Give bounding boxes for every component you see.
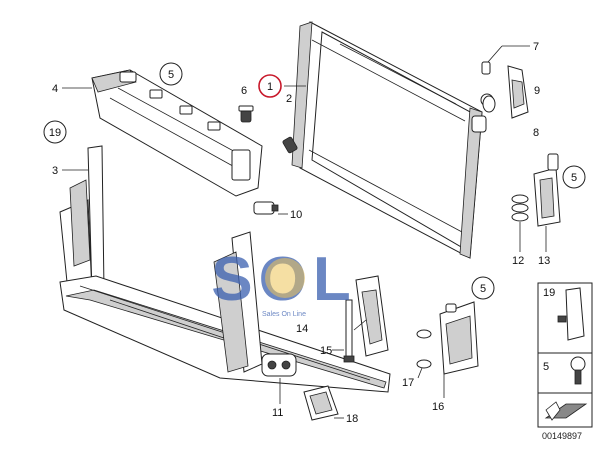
legend-screw-shaft-icon <box>574 369 582 385</box>
legend-label-19: 19 <box>543 287 555 299</box>
label-5a: 5 <box>168 69 174 81</box>
legend-panel: 19 5 <box>537 282 593 428</box>
label-1: 1 <box>267 81 273 93</box>
bleed-screw <box>282 136 298 154</box>
label-2: 2 <box>286 93 292 105</box>
radiator <box>291 21 494 259</box>
label-15: 15 <box>320 345 332 357</box>
label-19: 19 <box>49 127 61 139</box>
legend-bracket-icon <box>565 287 585 341</box>
o-rings-lower <box>416 329 432 369</box>
label-18: 18 <box>346 413 358 425</box>
circled-label-5b: 5 <box>562 165 586 189</box>
label-14: 14 <box>296 323 308 335</box>
label-16: 16 <box>432 401 444 413</box>
label-5b: 5 <box>571 172 577 184</box>
label-6: 6 <box>241 85 247 97</box>
label-3: 3 <box>52 165 58 177</box>
upper-shroud <box>91 69 263 197</box>
label-9: 9 <box>534 85 540 97</box>
o-rings <box>511 194 529 222</box>
label-11: 11 <box>272 407 283 419</box>
legend-label-5: 5 <box>543 361 549 373</box>
label-5c: 5 <box>480 283 486 295</box>
oil-cooler <box>439 301 479 375</box>
mounting-bracket <box>507 65 529 119</box>
connector <box>253 201 279 215</box>
label-8: 8 <box>533 127 539 139</box>
legend-clip-icon <box>557 315 567 323</box>
legend-screw-head-icon <box>570 356 586 372</box>
rubber-pad <box>303 385 339 421</box>
label-12: 12 <box>512 255 524 267</box>
watermark-subtitle: Sales On Line <box>262 311 306 318</box>
label-7: 7 <box>533 41 539 53</box>
drain-plug <box>238 105 254 123</box>
screw <box>481 61 491 75</box>
rubber-mount <box>261 353 297 377</box>
circled-label-19: 19 <box>43 120 67 144</box>
sol-watermark: SOL Sales On Line <box>211 245 356 318</box>
label-13: 13 <box>538 255 550 267</box>
label-10: 10 <box>290 209 302 221</box>
legend-arrow-icon <box>545 401 561 421</box>
seal-ring <box>482 95 496 113</box>
reference-number: 00149897 <box>542 431 582 441</box>
circled-label-5c: 5 <box>471 276 495 300</box>
leader-lines <box>62 45 547 419</box>
circled-label-5a: 5 <box>159 62 183 86</box>
front-frame <box>59 145 391 393</box>
watermark-text: SOL <box>211 245 356 314</box>
watermark-sun-icon <box>265 258 305 298</box>
side-bracket <box>343 275 389 363</box>
oil-cooler-line <box>533 153 561 227</box>
label-4: 4 <box>52 83 58 95</box>
label-17: 17 <box>402 377 414 389</box>
circled-label-1: 1 <box>258 74 282 98</box>
